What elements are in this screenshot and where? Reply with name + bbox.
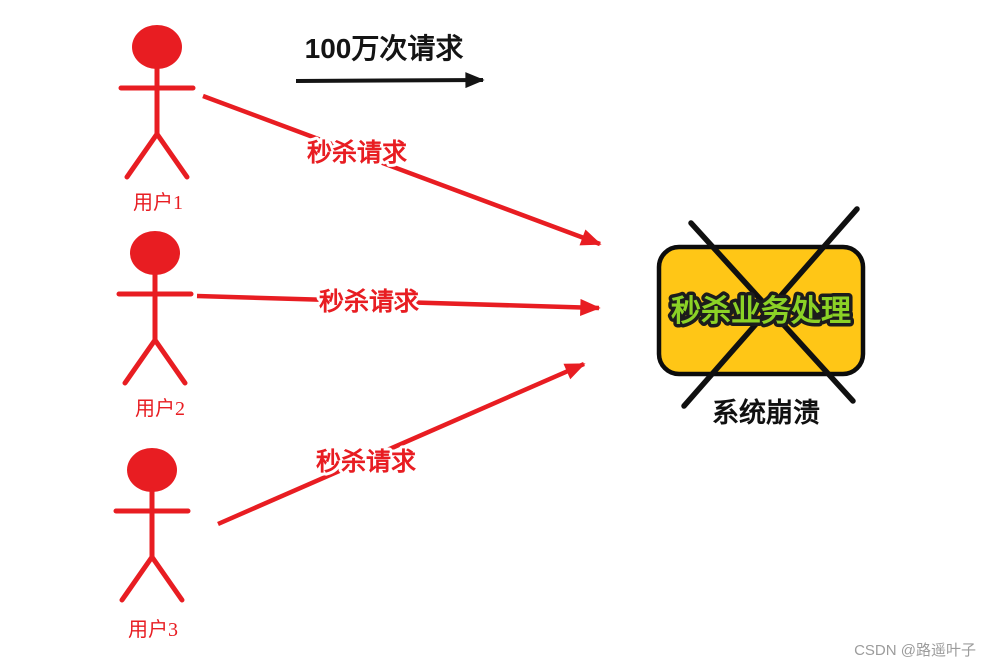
request-arrow-3 (217, 361, 586, 527)
user2-figure (119, 231, 191, 383)
request-label-2: 秒杀请求 (319, 287, 419, 316)
million-requests-arrow (295, 72, 485, 89)
user3-figure (116, 448, 188, 600)
cross-line-2 (681, 206, 860, 409)
system-crash-label: 系统崩溃 (712, 397, 820, 428)
request-arrow-1 (202, 93, 602, 247)
million-requests-label: 100万次请求 (305, 33, 464, 64)
user2-label: 用户2 (135, 397, 185, 420)
seckill-process-box (656, 244, 866, 377)
request-label-3: 秒杀请求 (316, 447, 416, 476)
user1-label: 用户1 (133, 191, 183, 214)
user1-figure (121, 25, 193, 177)
cross-line-1 (688, 220, 856, 404)
csdn-watermark: CSDN @路遥叶子 (854, 642, 976, 659)
user3-label: 用户3 (128, 618, 178, 641)
request-label-1: 秒杀请求 (307, 138, 407, 167)
request-arrow-2 (196, 293, 601, 316)
seckill-process-label: 秒杀业务处理 (671, 295, 851, 328)
